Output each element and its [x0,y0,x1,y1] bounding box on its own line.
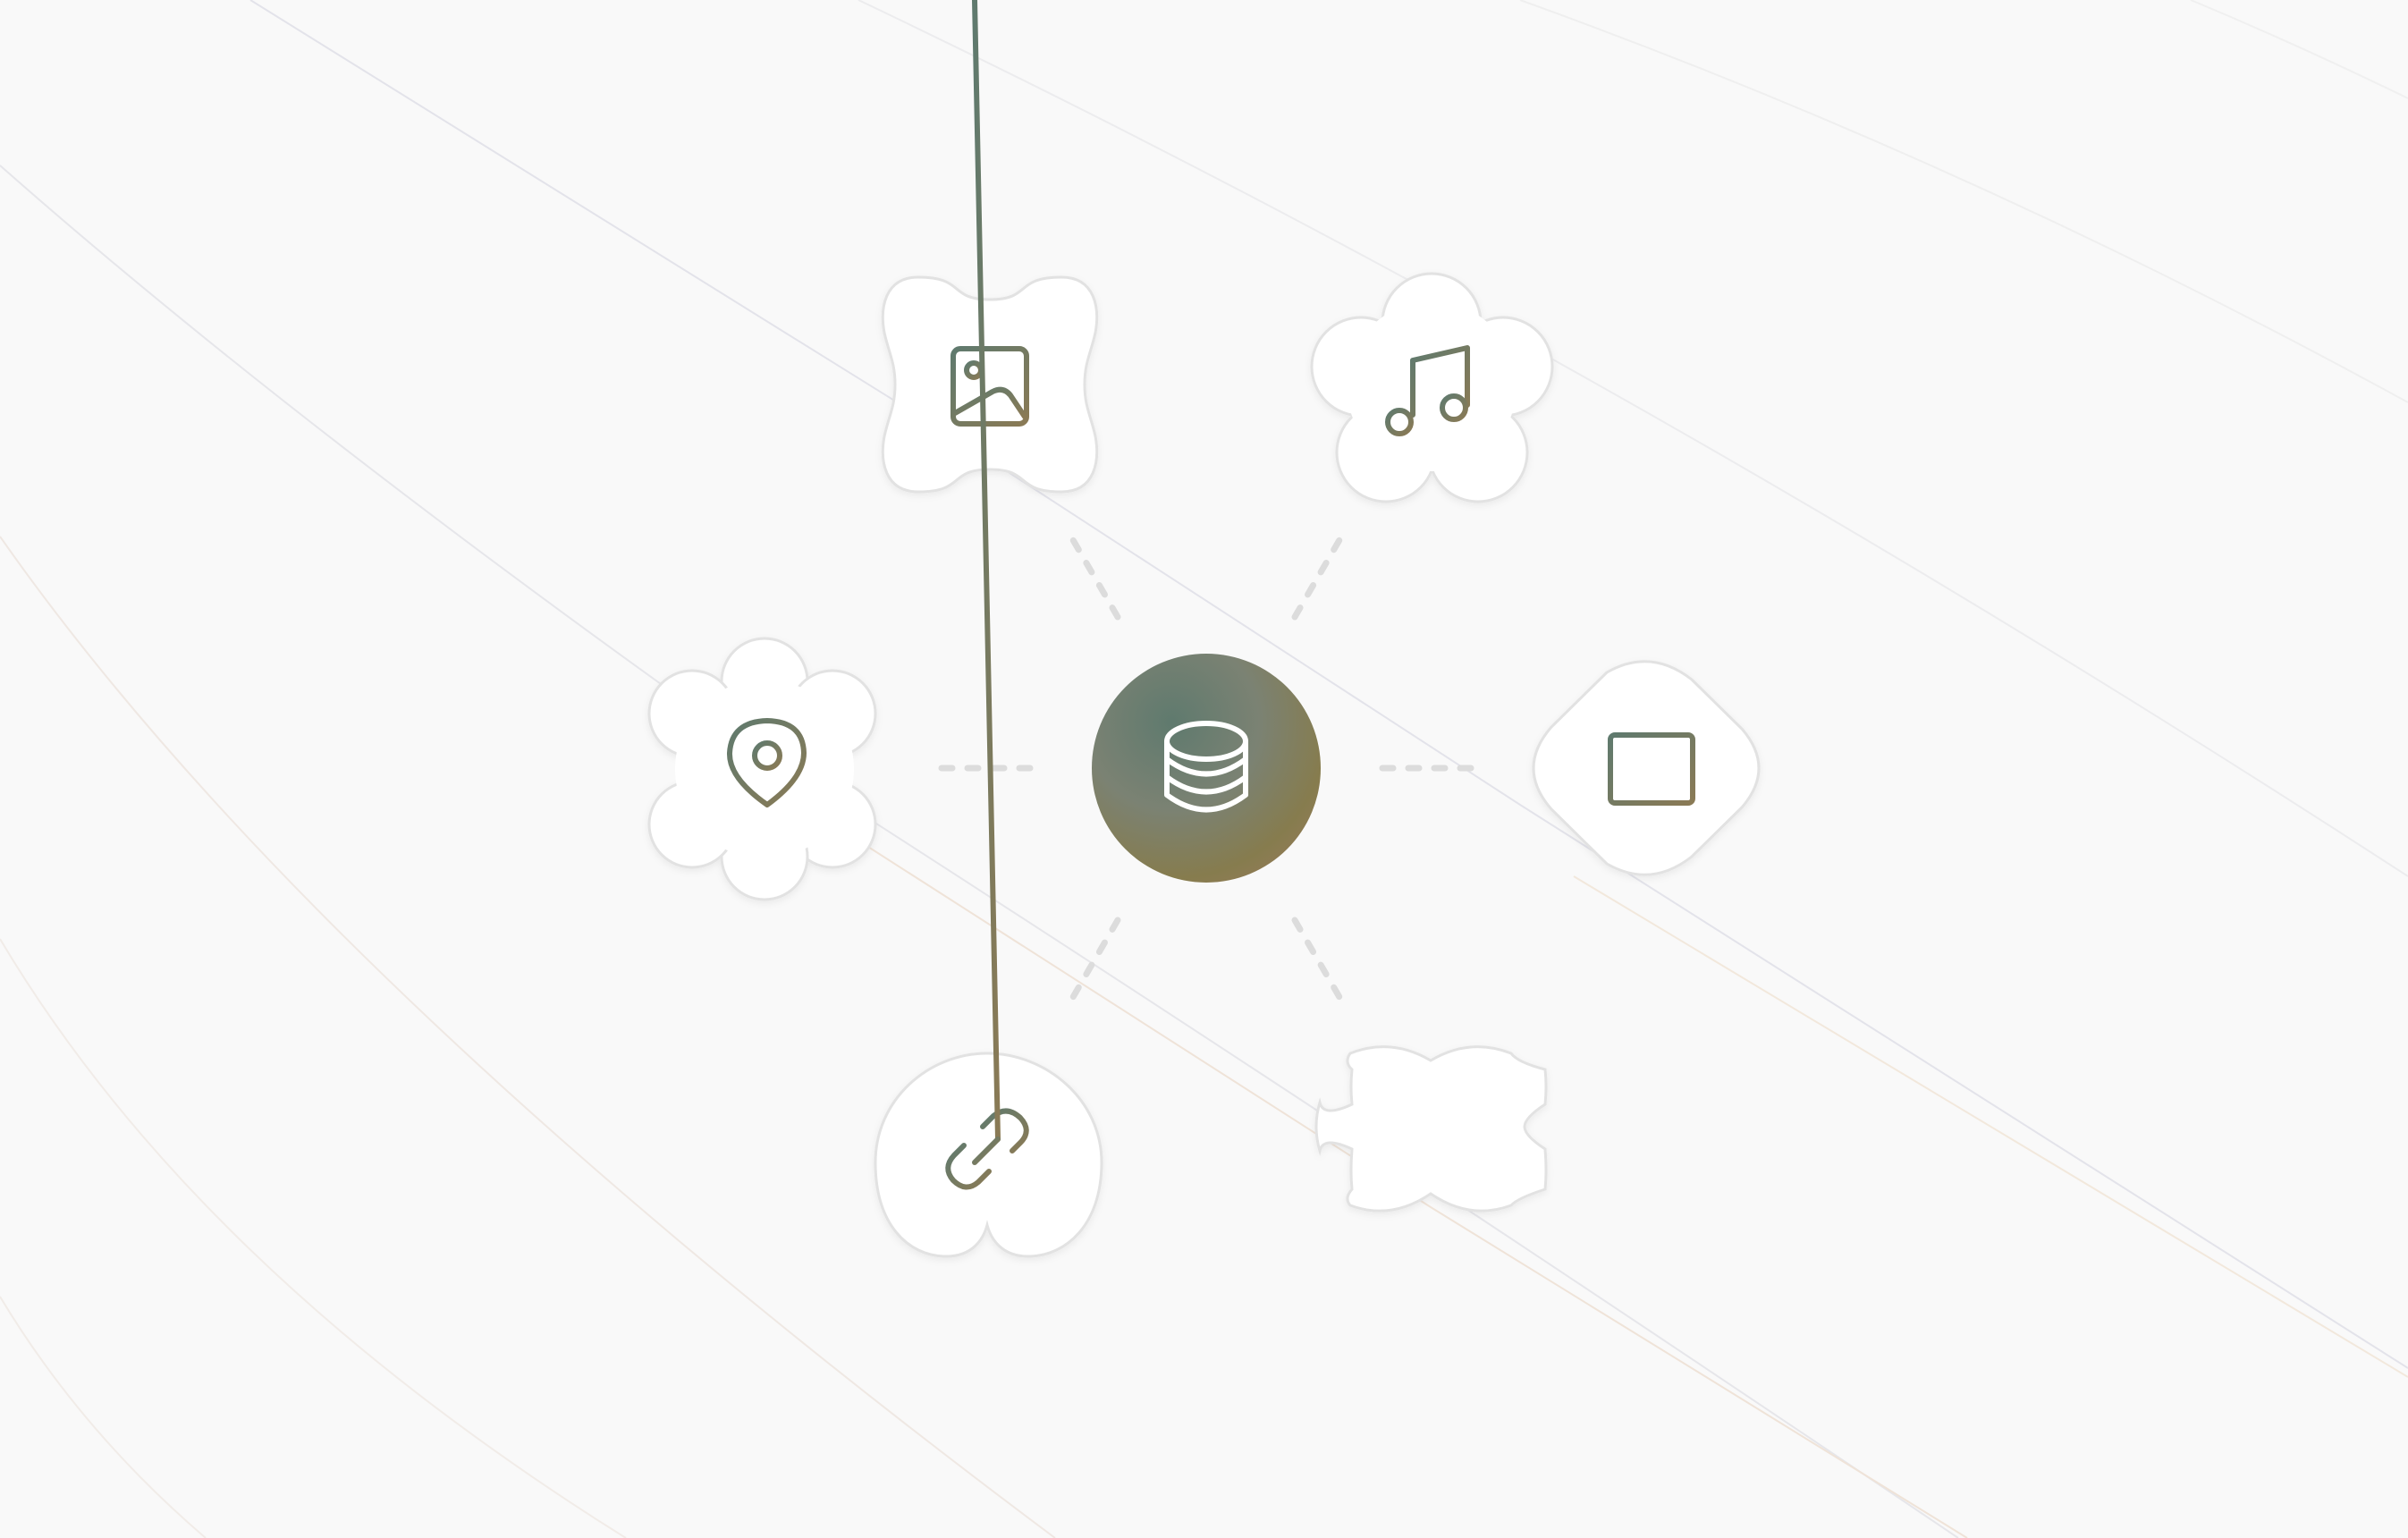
location-node [647,637,877,901]
film-icon [1608,732,1695,806]
connector-image [1066,530,1121,621]
music-node [1310,272,1554,503]
map-pin-icon [726,718,807,807]
connector-link [1066,917,1121,1007]
hub-node [1092,654,1321,883]
image-node [881,275,1099,494]
text-lines-icon [1400,1121,1474,1182]
connectors [933,530,1480,1007]
text-node [1314,1045,1548,1213]
music-note-icon [1385,345,1470,436]
link-node [874,0,1103,1258]
connector-text [1291,917,1347,1007]
connector-music [1291,530,1347,621]
link-icon [945,0,1029,1190]
database-icon [1164,721,1248,813]
film-node [1532,660,1761,876]
